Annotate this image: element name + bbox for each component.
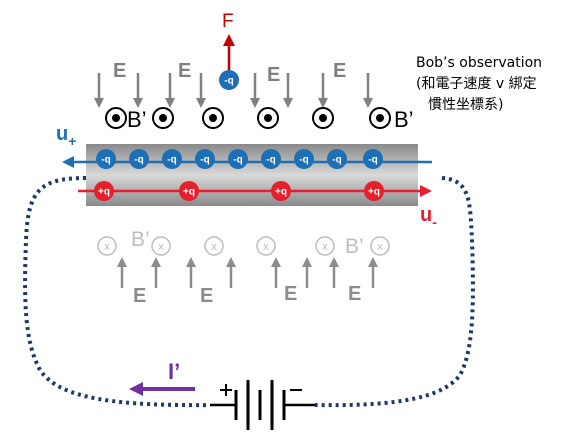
u-plus-label: u+ xyxy=(56,123,76,149)
observer-frame-line: 慣性坐標系) xyxy=(428,97,504,113)
svg-text:x: x xyxy=(322,241,328,253)
positive-charge: +q xyxy=(94,181,114,201)
svg-text:-q: -q xyxy=(299,155,308,166)
observer-title: Bob’s observation xyxy=(416,55,543,71)
b-out-dot-icon xyxy=(257,107,279,129)
svg-text:+q: +q xyxy=(98,187,110,198)
e-field-label: E xyxy=(348,283,361,305)
b-out-dot-icon xyxy=(202,107,224,129)
svg-text:-q: -q xyxy=(134,155,143,166)
e-field-label: E xyxy=(284,283,297,305)
svg-text:-q: -q xyxy=(233,155,242,166)
electron: -q xyxy=(228,149,248,169)
e-field-label: E xyxy=(133,285,146,307)
b-in-cross-icon: x xyxy=(97,236,117,256)
b-out-dot-icon xyxy=(369,107,391,129)
positive-charge: +q xyxy=(179,181,199,201)
b-field-in-row: x x x x x x xyxy=(97,236,390,256)
e-field-label: E xyxy=(178,60,191,82)
electron: -q xyxy=(261,149,281,169)
lower-e-field xyxy=(117,257,378,288)
svg-text:-q: -q xyxy=(167,155,176,166)
e-field-label: E xyxy=(267,64,280,86)
svg-text:-q: -q xyxy=(332,155,341,166)
b-in-cross-icon: x xyxy=(151,236,171,256)
circuit-wire xyxy=(314,176,475,408)
electron: -q xyxy=(327,149,347,169)
b-field-label: B’ xyxy=(345,235,364,258)
observer-note: Bob’s observation (和電子速度 v 綁定 慣性坐標系) xyxy=(416,53,586,116)
b-in-cross-icon: x xyxy=(370,236,390,256)
svg-text:x: x xyxy=(104,241,110,253)
current-label: I’ xyxy=(168,359,180,384)
b-out-dot-icon xyxy=(312,107,334,129)
b-in-cross-icon: x xyxy=(204,236,224,256)
upper-e-field xyxy=(94,73,373,108)
force-label: F xyxy=(222,11,234,32)
b-out-dot-icon xyxy=(152,107,174,129)
svg-text:-q: -q xyxy=(200,155,209,166)
positive-charge: +q xyxy=(364,181,384,201)
electron: -q xyxy=(96,149,116,169)
b-out-dot-icon xyxy=(105,107,127,129)
svg-text:-q: -q xyxy=(266,155,275,166)
svg-text:+q: +q xyxy=(368,187,380,198)
b-in-cross-icon: x xyxy=(256,236,276,256)
e-field-label: E xyxy=(200,285,213,307)
electron: -q xyxy=(162,149,182,169)
svg-text:x: x xyxy=(158,241,164,253)
b-field-label: B’ xyxy=(131,228,150,251)
svg-text:x: x xyxy=(377,241,383,253)
electron: -q xyxy=(363,149,383,169)
svg-text:+q: +q xyxy=(183,187,195,198)
svg-text:+q: +q xyxy=(275,187,287,198)
u-minus-label: u- xyxy=(420,204,437,230)
positive-charge: +q xyxy=(271,181,291,201)
b-field-out-row xyxy=(105,107,391,129)
electron: -q xyxy=(195,149,215,169)
circuit-wire xyxy=(23,176,216,408)
b-field-label: B’ xyxy=(127,107,147,132)
electron: -q xyxy=(129,149,149,169)
observer-frame-line: (和電子速度 v 綁定 xyxy=(416,76,537,92)
svg-text:x: x xyxy=(211,241,217,253)
svg-text:-q: -q xyxy=(224,76,233,87)
battery-icon xyxy=(210,372,315,438)
e-field-label: E xyxy=(333,60,346,82)
svg-text:-q: -q xyxy=(368,155,377,166)
svg-text:-q: -q xyxy=(101,155,110,166)
test-electron: -q xyxy=(219,70,239,90)
b-field-label: B’ xyxy=(394,107,414,132)
svg-text:x: x xyxy=(263,241,269,253)
e-field-label: E xyxy=(113,60,126,82)
electron-row: -q -q -q -q -q -q -q -q -q xyxy=(96,149,383,169)
b-in-cross-icon: x xyxy=(315,236,335,256)
electron: -q xyxy=(294,149,314,169)
proton-row: +q +q +q +q xyxy=(94,181,384,201)
